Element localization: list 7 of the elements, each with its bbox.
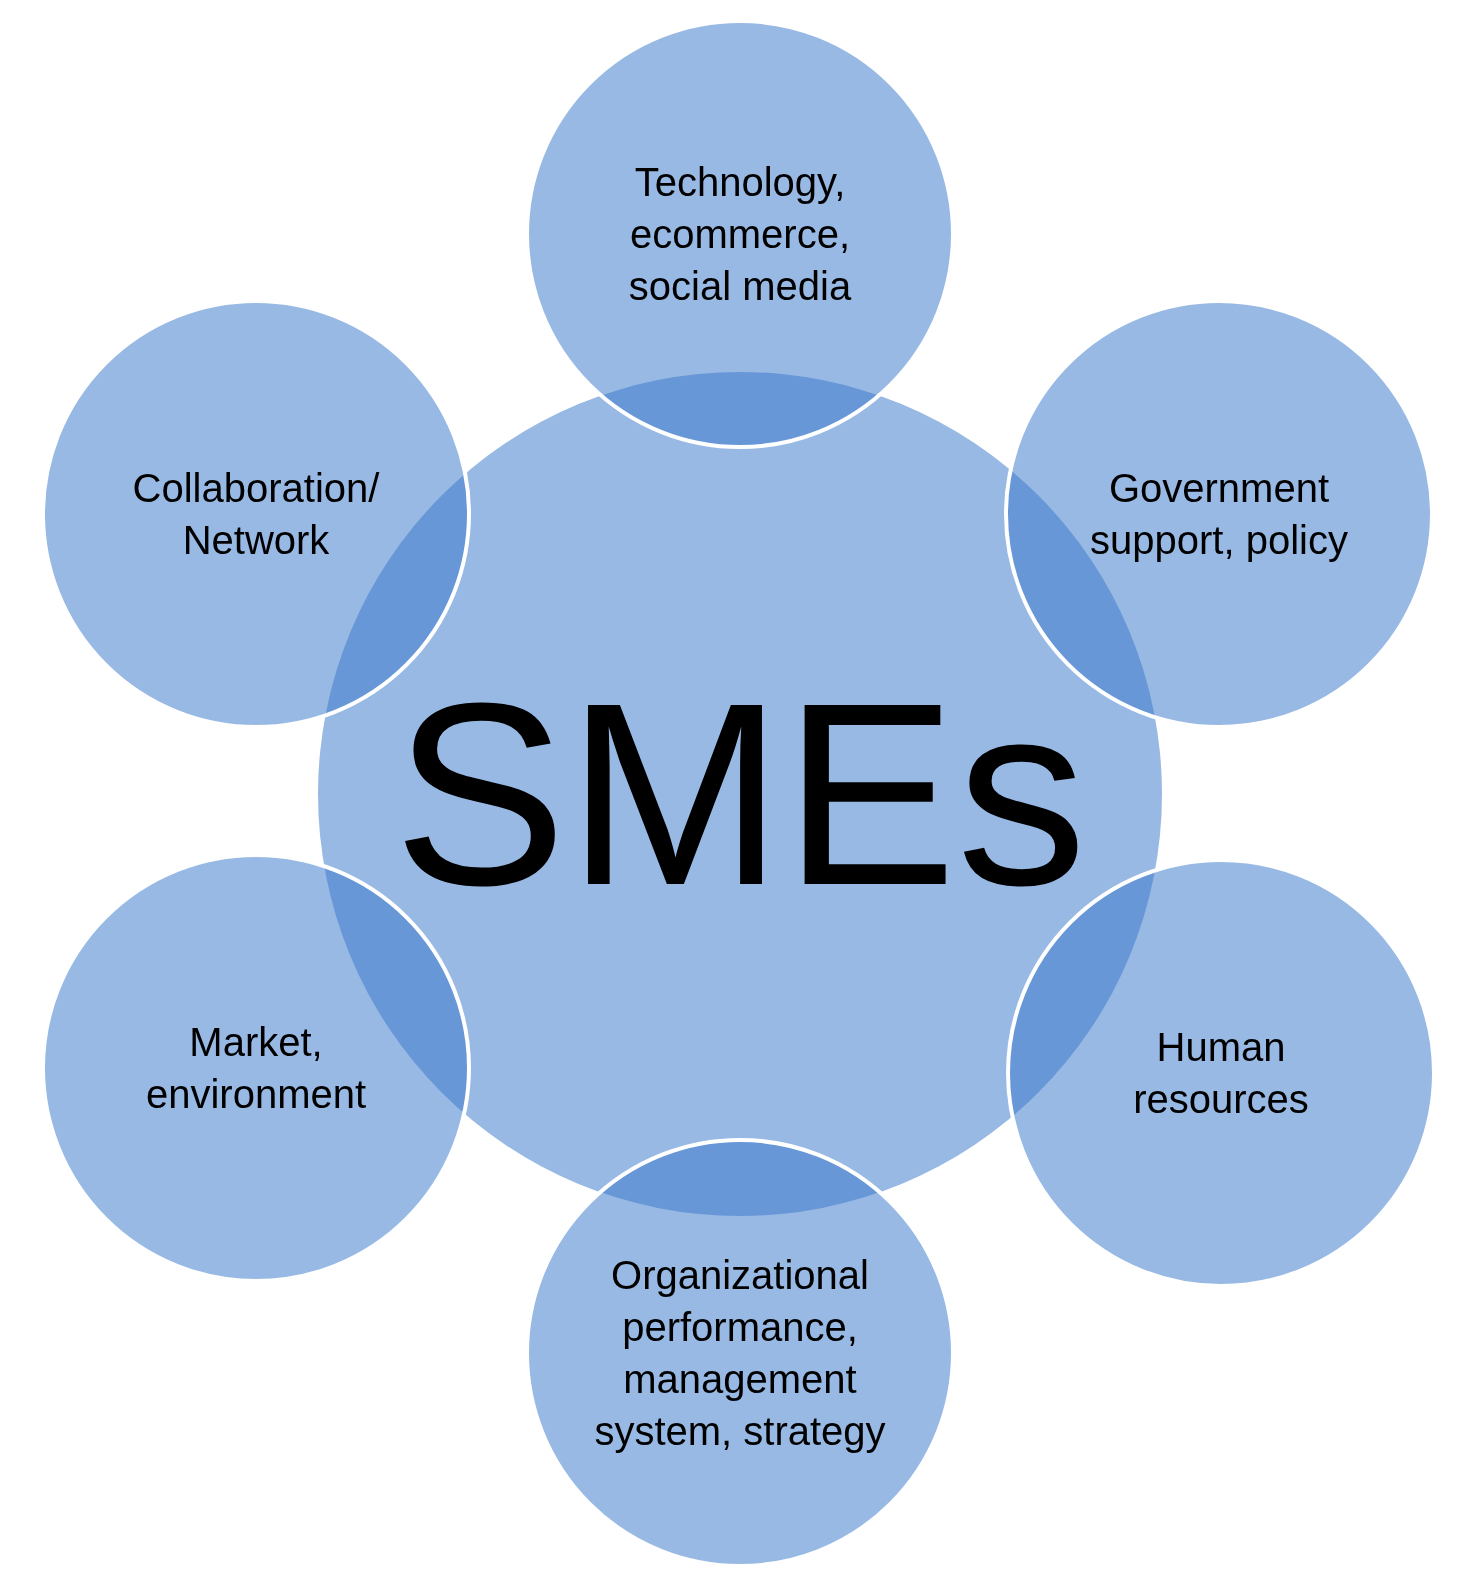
factor-label: Organizational performance, management system, strategy <box>593 1252 887 1455</box>
factor-label: Government support, policy <box>1089 465 1349 564</box>
factor-label: Technology, ecommerce, social media <box>627 159 853 310</box>
factor-label: Human resources <box>1132 1024 1310 1123</box>
factor-label: Market, environment <box>144 1019 368 1118</box>
factor-label: Collaboration/ Network <box>131 465 381 564</box>
center-label: SMEs <box>392 664 1088 924</box>
